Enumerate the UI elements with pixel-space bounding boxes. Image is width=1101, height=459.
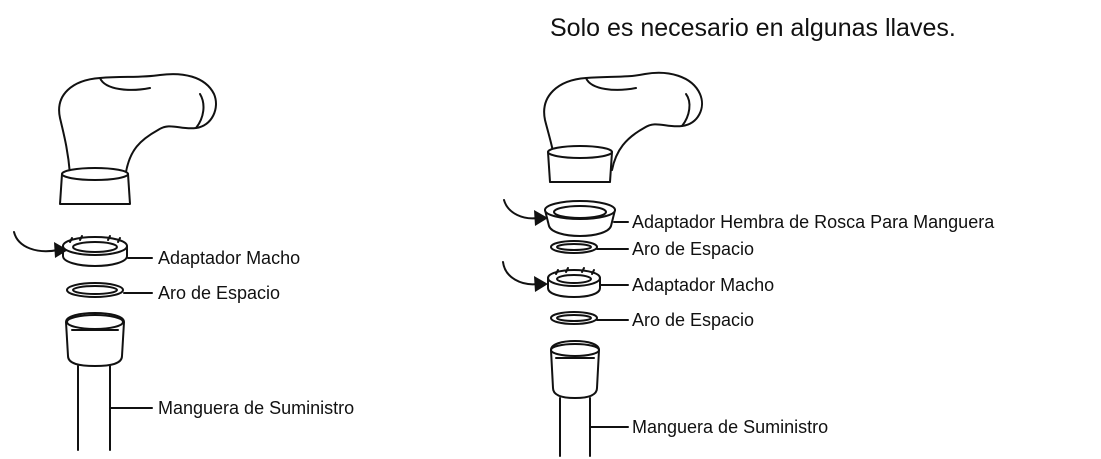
left-label-spacer-ring: Aro de Espacio [158,283,281,303]
left-leader-lines [109,257,153,409]
right-female-adapter-illustration [544,200,616,237]
right-supply-hose-illustration [550,340,600,457]
right-label-male-adapter: Adaptador Macho [632,275,775,295]
note-text: Solo es necesario en algunas llaves. [550,14,956,42]
right-leader-lines [589,221,629,428]
right-spacer-ring-1-illustration [550,240,598,254]
right-male-adapter-illustration [547,267,601,298]
left-faucet-illustration [58,73,217,205]
left-supply-hose-illustration [65,312,125,451]
left-spacer-ring-illustration [66,282,124,298]
left-label-male-adapter: Adaptador Macho [158,248,301,268]
right-rotation-arrow-top-icon [503,199,548,226]
left-male-adapter-illustration [62,235,128,267]
right-rotation-arrow-bottom-icon [502,261,548,292]
left-label-supply-hose: Manguera de Suministro [158,398,355,418]
right-faucet-illustration [543,71,703,183]
left-rotation-arrow-icon [13,231,68,258]
right-label-spacer-ring-1: Aro de Espacio [632,239,755,259]
right-label-spacer-ring-2: Aro de Espacio [632,310,755,330]
right-label-female-adapter: Adaptador Hembra de Rosca Para Manguera [632,212,995,232]
right-label-supply-hose: Manguera de Suministro [632,417,829,437]
right-spacer-ring-2-illustration [550,311,598,325]
